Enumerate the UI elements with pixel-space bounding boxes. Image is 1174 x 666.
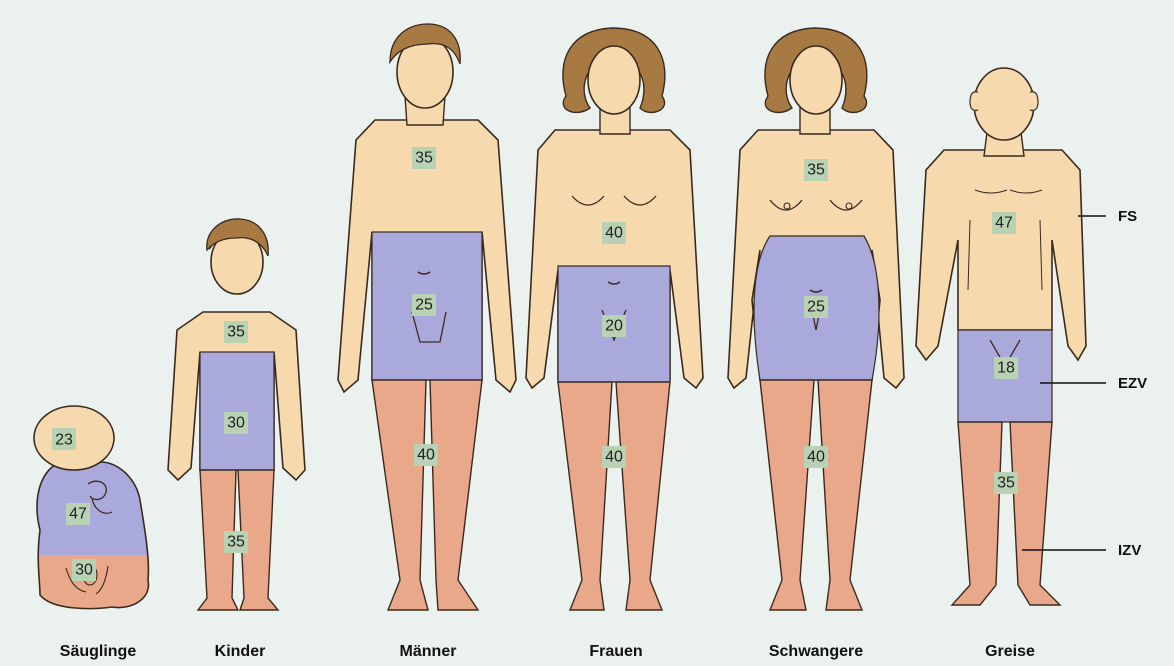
frauen-izv-value: 40 [605,449,623,466]
figure-greise [916,68,1086,605]
caption-schwangere: Schwangere [769,643,863,660]
maenner-ezv-value: 25 [415,297,433,314]
maenner-izv-value: 40 [417,447,435,464]
figure-saeuglinge [30,406,160,625]
kinder-izv-value: 35 [227,534,245,551]
caption-greise: Greise [985,643,1035,660]
greise-head [974,68,1034,140]
saeuglinge-izv-value: 30 [75,562,93,579]
maenner-fs-value: 35 [415,150,433,167]
schwangere-izv-value: 40 [807,449,825,466]
kinder-ezv-region [200,352,274,470]
greise-izv-value: 35 [997,475,1015,492]
caption-maenner: Männer [400,643,457,660]
greise-ezv-value: 18 [997,360,1015,377]
legend-label-ezv: EZV [1118,375,1147,392]
frauen-fs-value: 40 [605,225,623,242]
schwangere-fs-value: 35 [807,162,825,179]
legend-label-izv: IZV [1118,542,1141,559]
saeuglinge-fs-value: 23 [55,432,73,449]
caption-kinder: Kinder [215,643,266,660]
figure-maenner [338,24,516,610]
saeuglinge-ezv-value: 47 [69,506,87,523]
kinder-fs-value: 35 [227,324,245,341]
caption-saeuglinge: Säuglinge [60,643,137,660]
figure-schwangere [728,28,904,610]
greise-fs-value: 47 [995,215,1013,232]
kinder-ezv-value: 30 [227,415,245,432]
frauen-head [588,46,640,114]
frauen-ezv-value: 20 [605,318,623,335]
legend-label-fs: FS [1118,208,1137,225]
schwangere-ezv-value: 25 [807,299,825,316]
schwangere-head [790,46,842,114]
caption-frauen: Frauen [589,643,642,660]
